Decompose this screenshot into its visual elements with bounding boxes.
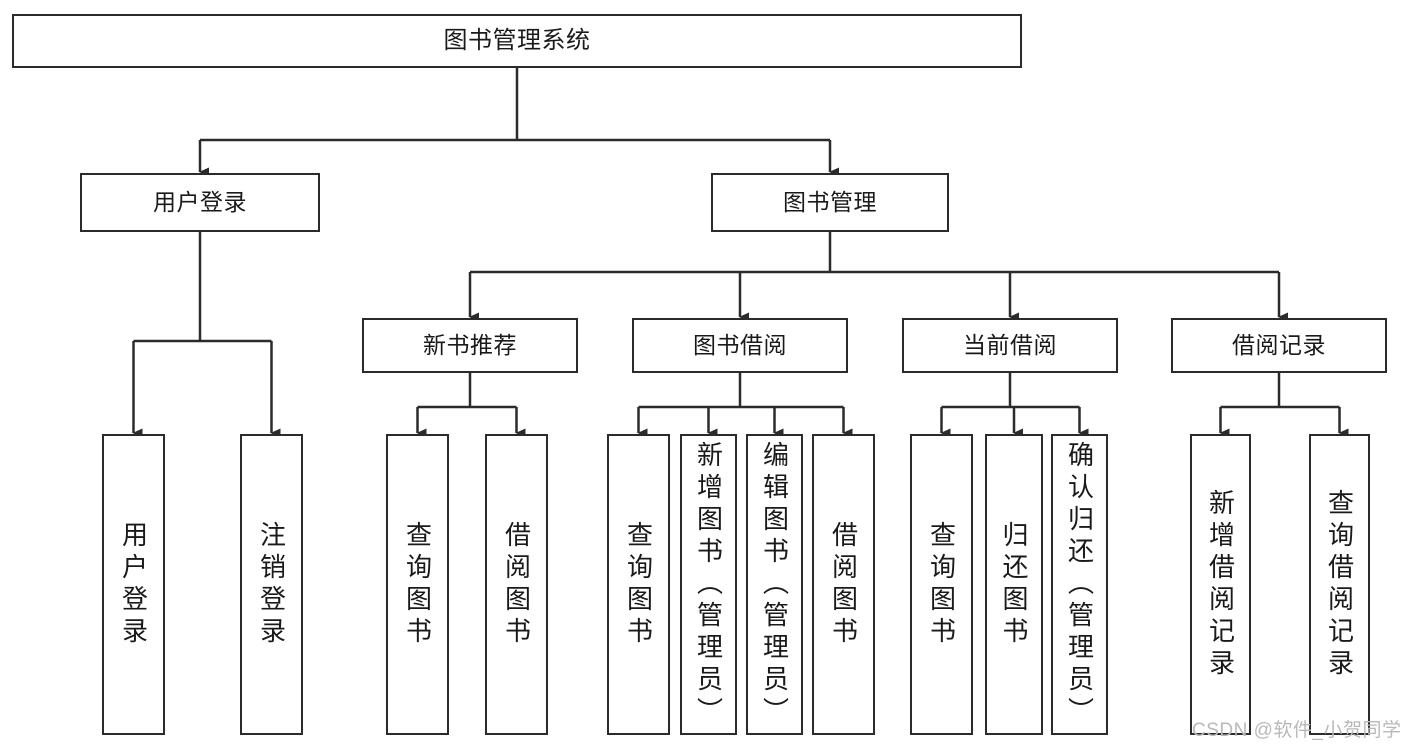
node-root[interactable]: 图书管理系统 xyxy=(12,14,1022,68)
edge-group xyxy=(132,68,1349,438)
watermark-text: CSDN @软件_小贺同学 xyxy=(1192,720,1402,741)
node-leaf-query-book-1[interactable]: 查询图书 xyxy=(386,434,449,735)
node-leaf-user-login[interactable]: 用户登录 xyxy=(102,434,165,735)
node-leaf-add-borrow-record[interactable]: 新增借阅记录 xyxy=(1190,434,1251,735)
node-label-root: 图书管理系统 xyxy=(443,27,591,55)
node-label-leaf-add-book-admin: 新增图书（管理员） xyxy=(693,440,724,729)
node-label-leaf-add-borrow-record: 新增借阅记录 xyxy=(1205,488,1236,681)
node-leaf-query-book-2[interactable]: 查询图书 xyxy=(607,434,670,735)
node-current-borrow[interactable]: 当前借阅 xyxy=(902,318,1118,373)
node-book-borrow[interactable]: 图书借阅 xyxy=(632,318,848,373)
node-leaf-return-book[interactable]: 归还图书 xyxy=(985,434,1043,735)
node-label-leaf-query-book-2: 查询图书 xyxy=(623,520,654,649)
node-user-login[interactable]: 用户登录 xyxy=(80,173,320,232)
node-leaf-borrow-book-1[interactable]: 借阅图书 xyxy=(485,434,548,735)
node-leaf-confirm-return-admin[interactable]: 确认归还（管理员） xyxy=(1051,434,1108,735)
node-label-current-borrow: 当前借阅 xyxy=(963,332,1057,359)
node-book-manage[interactable]: 图书管理 xyxy=(711,173,949,232)
node-label-book-manage: 图书管理 xyxy=(783,189,877,216)
node-leaf-borrow-book-2[interactable]: 借阅图书 xyxy=(812,434,875,735)
node-label-leaf-return-book: 归还图书 xyxy=(999,520,1029,649)
node-leaf-edit-book-admin[interactable]: 编辑图书（管理员） xyxy=(746,434,803,735)
node-label-user-login: 用户登录 xyxy=(153,189,247,216)
node-label-leaf-query-borrow-record: 查询借阅记录 xyxy=(1324,488,1355,681)
node-borrow-record[interactable]: 借阅记录 xyxy=(1171,318,1387,373)
node-label-leaf-borrow-book-1: 借阅图书 xyxy=(501,520,532,649)
node-leaf-query-book-3[interactable]: 查询图书 xyxy=(910,434,973,735)
node-label-book-borrow: 图书借阅 xyxy=(693,332,787,359)
node-leaf-query-borrow-record[interactable]: 查询借阅记录 xyxy=(1309,434,1370,735)
node-new-book-recommend[interactable]: 新书推荐 xyxy=(362,318,578,373)
node-leaf-add-book-admin[interactable]: 新增图书（管理员） xyxy=(680,434,737,735)
node-label-leaf-user-logout: 注销登录 xyxy=(256,520,287,649)
node-label-leaf-user-login: 用户登录 xyxy=(118,520,149,649)
node-label-new-book-recommend: 新书推荐 xyxy=(423,332,517,359)
node-leaf-user-logout[interactable]: 注销登录 xyxy=(240,434,303,735)
node-label-borrow-record: 借阅记录 xyxy=(1232,332,1326,359)
node-label-leaf-borrow-book-2: 借阅图书 xyxy=(828,520,859,649)
node-label-leaf-edit-book-admin: 编辑图书（管理员） xyxy=(759,440,790,729)
node-label-leaf-confirm-return-admin: 确认归还（管理员） xyxy=(1064,440,1095,729)
node-label-leaf-query-book-3: 查询图书 xyxy=(926,520,957,649)
node-label-leaf-query-book-1: 查询图书 xyxy=(402,520,433,649)
